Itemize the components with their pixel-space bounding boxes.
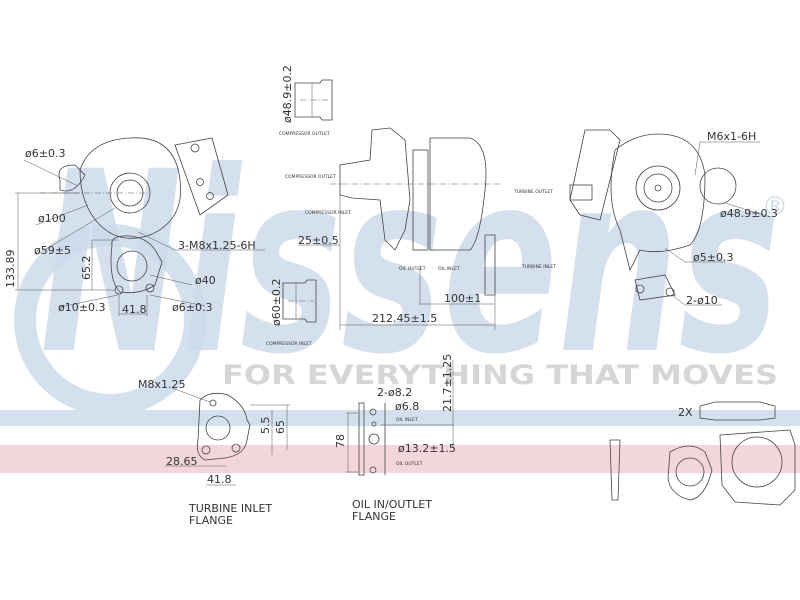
large-gasket <box>719 429 796 506</box>
compressor-outlet-detail: ø48.9±0.2 COMPRESSOR OUTLET <box>279 65 333 137</box>
gaskets-and-parts: 2X <box>609 401 796 506</box>
label-height-133: 133.89 <box>4 250 17 289</box>
watermark: Nissens ® FOR EVERYTHING THAT MOVES <box>0 118 800 473</box>
flange-gasket <box>667 445 713 501</box>
oil-pipe-part <box>609 439 621 501</box>
label-flange-65: 65 <box>274 420 287 434</box>
turbine-inlet-flange: M8x1.25 5.5 65 28.65 41.8 TURBINE INLET … <box>138 378 290 527</box>
label-height-65: 65.2 <box>80 256 93 281</box>
label-oil-21-7: 21.7±1.25 <box>441 354 454 412</box>
label-turbine-outlet: TURBINE OUTLET <box>513 189 553 195</box>
caption-oil-flange: FLANGE <box>352 510 396 523</box>
label-oil-78: 78 <box>334 434 347 448</box>
label-bolt-hole-dia: ø6±0.3 <box>25 147 65 160</box>
watermark-red-band <box>0 445 800 473</box>
small-gasket <box>699 401 776 421</box>
label-inlet-dia: ø59±5 <box>34 244 71 257</box>
label-turbine-inlet: TURBINE INLET <box>521 264 556 270</box>
label-rear-dia: ø48.9±0.3 <box>720 207 778 220</box>
label-flange-5-5: 5.5 <box>259 417 272 435</box>
label-oil-inlet: OIL INLET <box>438 266 460 272</box>
label-rear-hole: ø5±0.3 <box>693 251 733 264</box>
side-view: COMPRESSOR OUTLET COMPRESSOR INLET TURBI… <box>285 127 556 330</box>
rear-view: M6x1-6H ø48.9±0.3 ø5±0.3 2-ø10 <box>569 129 778 307</box>
label-oil-inlet: OIL INLET <box>396 417 418 423</box>
label-hole-spacing: 41.8 <box>122 303 147 316</box>
label-dim-212: 212.45±1.5 <box>372 312 437 325</box>
oil-inout-flange: 2-ø8.2 ø6.8 OIL INLET 78 ø13.2±1.5 OIL O… <box>334 354 456 523</box>
caption-turbine-inlet: TURBINE INLET <box>188 502 272 515</box>
front-view: ø6±0.3 ø100 ø59±5 3-M8x1.25-6H ø40 ø10±0… <box>4 137 265 316</box>
label-oil-outlet: OIL OUTLET <box>399 266 426 272</box>
caption-oil-inout: OIL IN/OUTLET <box>352 498 432 511</box>
label-gasket-qty: 2X <box>678 406 693 419</box>
label-outlet-dia: ø40 <box>195 274 216 287</box>
watermark-swoosh <box>14 224 206 416</box>
label-oil-inlet-dia: ø6.8 <box>395 400 419 413</box>
label-compressor-dia: ø100 <box>38 212 66 225</box>
compressor-inlet-detail: ø60±0.2 COMPRESSOR INLET <box>266 279 317 347</box>
watermark-brand: Nissens <box>40 118 780 409</box>
label-thread: 3-M8x1.25-6H <box>178 239 256 252</box>
label-oil-bolt: 2-ø8.2 <box>377 386 412 399</box>
label-rear-thread: M6x1-6H <box>707 130 756 143</box>
label-rear-holes: 2-ø10 <box>686 294 718 307</box>
label-hole-dia: ø10±0.3 <box>58 301 105 314</box>
label-side-compressor-inlet: COMPRESSOR INLET <box>305 210 351 216</box>
watermark-blue-band <box>0 410 800 426</box>
watermark-registered: ® <box>762 192 788 222</box>
label-oil-outlet: OIL OUTLET <box>396 461 423 467</box>
label-oil-outlet-dia: ø13.2±1.5 <box>398 442 456 455</box>
label-outlet-dia: ø48.9±0.2 <box>281 65 294 123</box>
label-flange-41-8: 41.8 <box>207 473 232 486</box>
watermark-slogan: FOR EVERYTHING THAT MOVES <box>222 360 778 391</box>
label-dim-25: 25±0.5 <box>298 234 339 247</box>
caption-compressor-inlet: COMPRESSOR INLET <box>266 341 312 347</box>
label-side-compressor-outlet: COMPRESSOR OUTLET <box>285 174 336 180</box>
caption-flange: FLANGE <box>189 514 233 527</box>
label-inlet-dia: ø60±0.2 <box>270 279 283 326</box>
caption-compressor-outlet: COMPRESSOR OUTLET <box>279 131 330 137</box>
label-flange-28-65: 28.65 <box>166 455 198 468</box>
label-flange-thread: M8x1.25 <box>138 378 186 391</box>
label-pin-dia: ø6±0.3 <box>172 301 212 314</box>
label-dim-100: 100±1 <box>444 292 481 305</box>
